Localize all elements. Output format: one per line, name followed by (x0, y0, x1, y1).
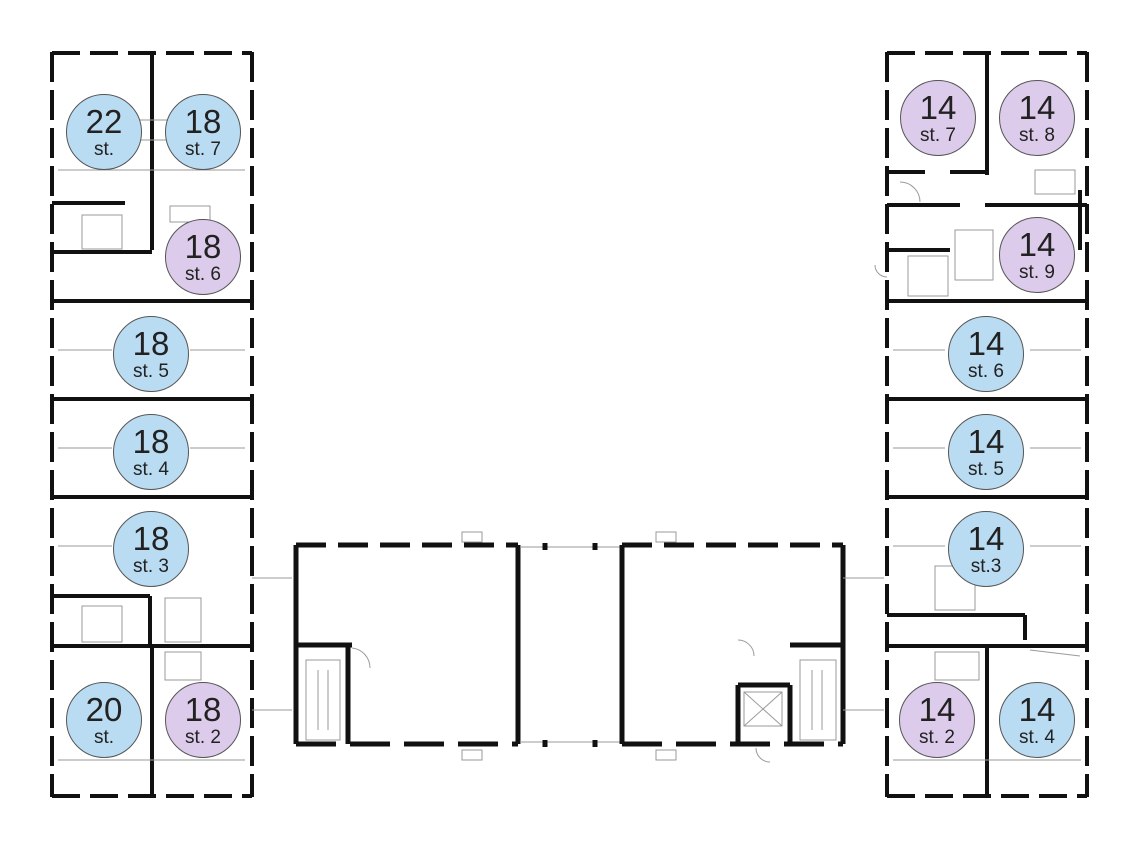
room-capacity: 20 (85, 691, 123, 728)
room-capacity: 18 (184, 228, 222, 265)
right-wing (885, 51, 1089, 798)
room-capacity: 14 (919, 89, 957, 126)
room-capacity: 18 (132, 325, 170, 362)
room-capacity: 14 (1018, 226, 1056, 263)
room-capacity: 22 (85, 103, 123, 140)
room-label: st. 4 (133, 459, 169, 480)
room-capacity: 14 (1018, 691, 1056, 728)
room-capacity: 14 (1018, 89, 1056, 126)
room-capacity: 18 (132, 423, 170, 460)
room-label: st. 7 (185, 139, 221, 160)
right-wing-details (874, 169, 1081, 761)
room-label: st. (93, 727, 115, 748)
room-capacity: 14 (967, 325, 1005, 362)
room-capacity: 18 (184, 691, 222, 728)
left-wing (50, 51, 254, 798)
center-right-hall (619, 542, 846, 747)
room-capacity: 18 (184, 103, 222, 140)
room-label: st. 7 (920, 125, 956, 146)
bridge (520, 546, 620, 743)
room-label: st.3 (970, 556, 1002, 577)
room-label: st. 6 (185, 264, 221, 285)
room-label: st. 5 (968, 459, 1004, 480)
center-left-hall-details (305, 531, 483, 761)
room-label: st. 5 (133, 361, 169, 382)
room-label: st. (93, 139, 115, 160)
room-label: st. 8 (1019, 125, 1055, 146)
room-label: st. 2 (185, 727, 221, 748)
room-capacity: 14 (967, 423, 1005, 460)
room-label: st. 2 (919, 727, 955, 748)
bridge-posts (542, 543, 598, 747)
room-label: st. 4 (1019, 727, 1055, 748)
room-capacity: 18 (132, 520, 170, 557)
room-label: st. 3 (133, 556, 169, 577)
room-capacity: 14 (967, 520, 1005, 557)
room-label: st. 9 (1019, 262, 1055, 283)
center-left-hall (293, 542, 521, 747)
room-label: st. 6 (968, 361, 1004, 382)
left-wing-details (58, 119, 292, 761)
center-right-hall-details (655, 531, 884, 763)
room-capacity: 14 (918, 691, 956, 728)
